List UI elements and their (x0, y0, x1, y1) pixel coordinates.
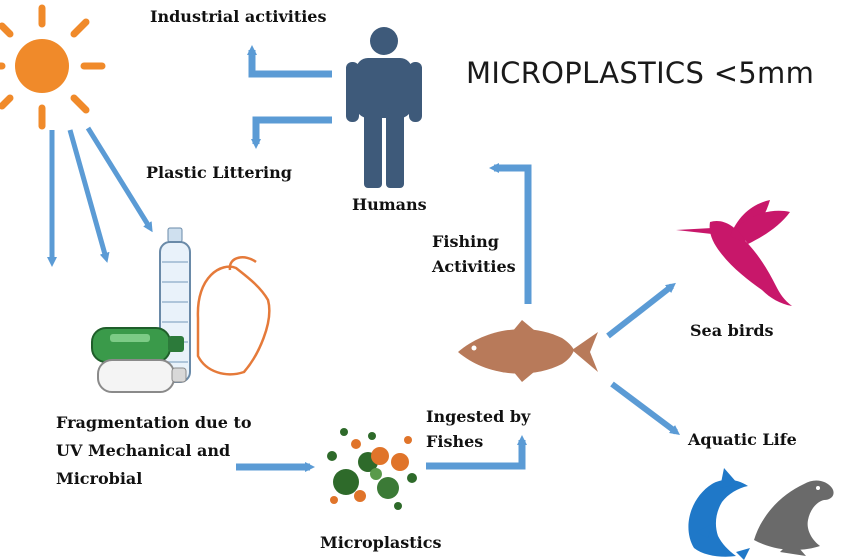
seal-icon (754, 480, 834, 556)
label-ingested-line2: Fishes (426, 432, 484, 451)
hummingbird-icon (676, 200, 792, 306)
fish-output-arrows (606, 282, 680, 435)
fish-icon (458, 320, 598, 382)
diagram-title: MICROPLASTICS <5mm (466, 56, 815, 90)
uv-ray-arrows (47, 126, 153, 267)
label-fishing-line1: Fishing (432, 232, 499, 251)
label-fragmentation-line3: Microbial (56, 469, 143, 488)
sun-icon (0, 4, 106, 130)
label-sea-birds: Sea birds (690, 321, 774, 340)
label-industrial-activities: Industrial activities (150, 7, 327, 26)
microplastic-particles-icon (327, 428, 417, 510)
fishing-arrow (489, 163, 532, 304)
label-fragmentation-line2: UV Mechanical and (56, 441, 231, 460)
label-ingested-line1: Ingested by (426, 407, 531, 426)
label-microplastics: Microplastics (320, 533, 442, 552)
label-plastic-littering: Plastic Littering (146, 163, 292, 182)
label-fishing-line2: Activities (432, 257, 516, 276)
plastic-waste-icon (91, 227, 271, 393)
human-output-arrows (247, 45, 332, 149)
ingested-arrow (426, 435, 527, 470)
human-icon (346, 27, 422, 188)
dolphin-icon (688, 468, 750, 560)
label-aquatic-life: Aquatic Life (688, 430, 797, 449)
label-humans: Humans (352, 195, 427, 214)
label-fragmentation-line1: Fragmentation due to (56, 413, 252, 432)
